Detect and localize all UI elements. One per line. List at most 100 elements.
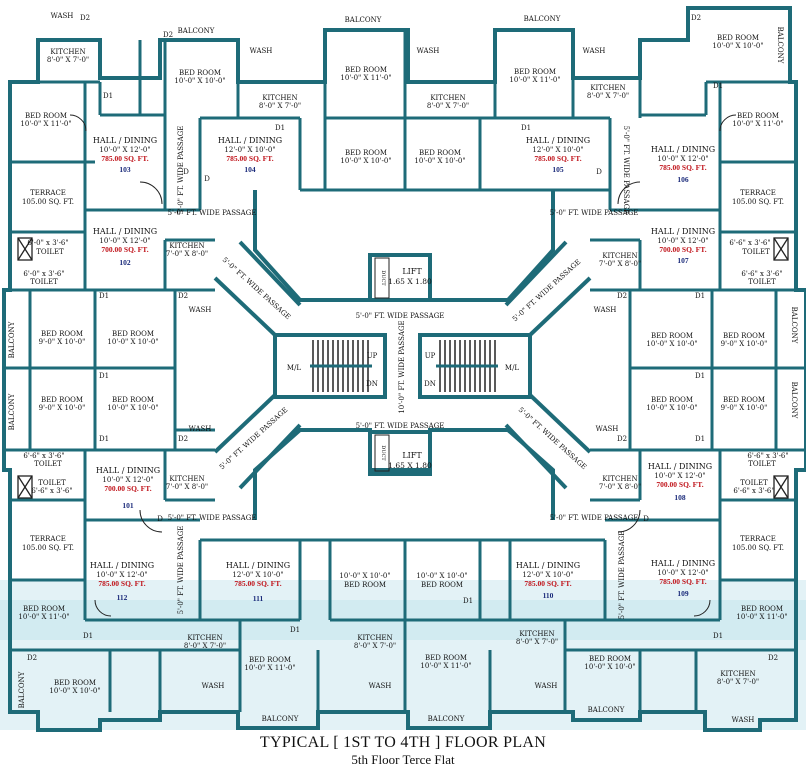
toilet-108-size: 6'-6" x 3'-6": [747, 452, 788, 460]
bed-room-111: BED ROOM: [249, 656, 291, 664]
door-d1-c: D1: [521, 124, 531, 132]
lift-ducts: [374, 257, 390, 472]
wash-101: WASH: [189, 425, 212, 433]
wash-104: WASH: [250, 47, 273, 55]
unit-103-area: 785.00 SQ. FT.: [101, 154, 148, 163]
unit-102-hall-size: 10'-0" X 12'-0": [99, 237, 150, 245]
bed-room-r3-size: 10'-0" X 10'-0": [646, 404, 697, 412]
wash-105: WASH: [417, 47, 440, 55]
unit-111-hall-size: 12'-0" X 10'-0": [232, 571, 283, 579]
kitchen-111: KITCHEN: [357, 634, 392, 642]
unit-107-hall: HALL / DINING: [651, 227, 715, 236]
wash-110: WASH: [535, 682, 558, 690]
passage-center: 10'-0" FT. WIDE PASSAGE: [398, 320, 406, 413]
unit-109-hall-size: 10'-0" X 12'-0": [657, 569, 708, 577]
bed-room-104b-size: 10'-0" X 10'-0": [340, 157, 391, 165]
unit-104-hall-size: 12'-0" X 10'-0": [224, 146, 275, 154]
unit-111-area: 785.00 SQ. FT.: [234, 579, 281, 588]
wash-106: WASH: [583, 47, 606, 55]
door-d-b: D: [204, 175, 210, 183]
lift-bottom-size: 1.65 X 1.80: [388, 461, 432, 470]
door-d2-d: D2: [691, 14, 701, 22]
wash-111: WASH: [369, 682, 392, 690]
unit-107-number: 107: [677, 256, 689, 265]
passage-tl: 5'-0" FT. WIDE PASSAGE: [168, 209, 257, 217]
stair-dn-right: DN: [424, 380, 436, 388]
bed-room-109-size: 10'-0" X 11'-0": [736, 613, 787, 621]
kitchen-105-size: 8'-0" X 7'-0": [427, 102, 469, 110]
unit-102-area: 700.00 SQ. FT.: [101, 245, 148, 254]
toilet-107b: TOILET: [748, 278, 776, 286]
bed-room-105: BED ROOM: [514, 68, 556, 76]
toilet-102b: TOILET: [30, 278, 58, 286]
lift-top: LIFT: [402, 267, 422, 276]
unit-109-area: 785.00 SQ. FT.: [659, 577, 706, 586]
bed-room-104: BED ROOM: [345, 66, 387, 74]
wash-112: WASH: [202, 682, 225, 690]
stair-up-right: UP: [425, 352, 436, 360]
toilet-101: TOILET: [34, 460, 62, 468]
door-swings: [69, 114, 737, 617]
unit-102-number: 102: [119, 258, 131, 267]
balcony-105: BALCONY: [524, 15, 561, 23]
bed-room-103b: BED ROOM: [25, 112, 67, 120]
unit-103-hall-size: 10'-0" X 12'-0": [99, 146, 150, 154]
bed-room-l4-size: 10'-0" X 10'-0": [107, 404, 158, 412]
bed-room-l1-size: 9'-0" X 10'-0": [39, 338, 86, 346]
balcony-left-1: BALCONY: [8, 321, 16, 358]
unit-109-hall: HALL / DINING: [651, 559, 715, 568]
bed-room-111b: BED ROOM: [344, 581, 386, 589]
terrace-103: TERRACE: [30, 189, 66, 197]
door-d1-b: D1: [275, 124, 285, 132]
bed-room-103b-size: 10'-0" X 11'-0": [20, 120, 71, 128]
walls: [2, 6, 806, 732]
unit-111-hall: HALL / DINING: [226, 561, 290, 570]
kitchen-102-size: 7'-0" X 8'-0": [166, 250, 208, 258]
toilet-108: TOILET: [748, 460, 776, 468]
door-d1-g: D1: [99, 435, 109, 443]
toilet-102-size: 6'-0" x 3'-6": [27, 239, 68, 247]
wash-103: WASH: [51, 12, 74, 20]
duct-bottom: DUCT: [380, 445, 386, 461]
door-d2-l: D2: [617, 292, 627, 300]
door-d-p: D: [643, 515, 649, 523]
kitchen-106-size: 8'-0" X 7'-0": [587, 92, 629, 100]
toilet-102: TOILET: [36, 248, 64, 256]
balcony-103: BALCONY: [178, 27, 215, 35]
bed-room-105b-size: 10'-0" X 10'-0": [414, 157, 465, 165]
unit-101-number: 101: [122, 501, 134, 510]
unit-106-area: 785.00 SQ. FT.: [659, 163, 706, 172]
kitchen-107-size: 7'-0" X 8'-0": [599, 260, 641, 268]
door-d2-t: D2: [768, 654, 778, 662]
unit-110-area: 785.00 SQ. FT.: [524, 579, 571, 588]
unit-103-hall: HALL / DINING: [93, 136, 157, 145]
door-d-c: D: [596, 168, 602, 176]
bed-room-106b-size: 10'-0" X 11'-0": [732, 120, 783, 128]
terrace-112-area: 105.00 SQ. FT.: [22, 544, 74, 552]
wash-109: WASH: [732, 716, 755, 724]
unit-104-area: 785.00 SQ. FT.: [226, 154, 273, 163]
unit-106-hall: HALL / DINING: [651, 145, 715, 154]
toilet-102b-size: 6'-0" x 3'-6": [23, 270, 64, 278]
unit-labels: HALL / DINING 10'-0" X 12'-0" 785.00 SQ.…: [90, 136, 715, 603]
kitchen-101-size: 7'-0" X 8'-0": [166, 483, 208, 491]
kitchen-103-size: 8'-0" X 7'-0": [47, 56, 89, 64]
kitchen-108: KITCHEN: [602, 475, 637, 483]
bed-room-111b-size: 10'-0" X 10'-0": [339, 572, 390, 580]
wash-102: WASH: [189, 306, 212, 314]
terrace-109: TERRACE: [740, 535, 776, 543]
ml-left: M/L: [287, 364, 302, 372]
bed-room-106b: BED ROOM: [737, 112, 779, 120]
bed-room-109: BED ROOM: [741, 605, 783, 613]
kitchen-108-size: 7'-0" X 8'-0": [599, 483, 641, 491]
door-d2-b: D2: [163, 31, 173, 39]
unit-105-hall: HALL / DINING: [526, 136, 590, 145]
kitchen-109-size: 8'-0" X 7'-0": [717, 678, 759, 686]
wash-107: WASH: [594, 306, 617, 314]
passage-diag-tl: 5'-0" FT. WIDE PASSAGE: [221, 256, 292, 321]
passage-vert-bl: 5'-0" FT. WIDE PASSAGE: [177, 526, 185, 615]
door-d1-j: D1: [695, 435, 705, 443]
door-d1-f: D1: [99, 372, 109, 380]
balcony-left-2: BALCONY: [8, 393, 16, 430]
